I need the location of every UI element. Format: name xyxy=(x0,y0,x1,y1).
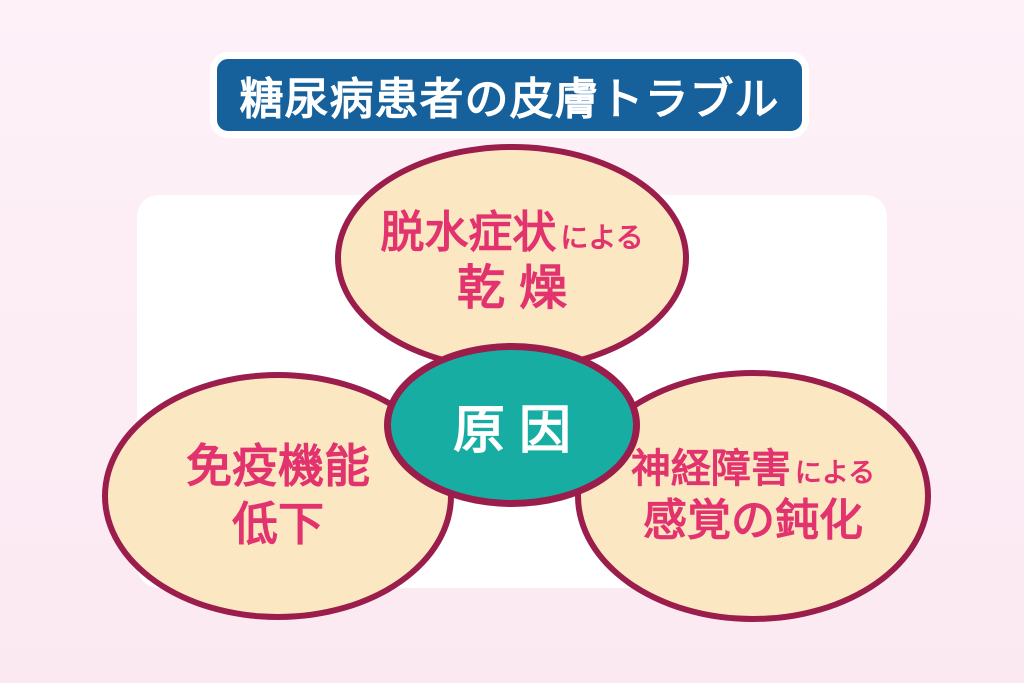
bubble-immune-line2: 低下 xyxy=(232,498,324,550)
bubble-dryness-cause-line: 脱水症状による xyxy=(380,207,643,260)
page-title: 糖尿病患者の皮膚トラブル xyxy=(239,75,780,124)
bubble-neuropathy-result: 感覚の鈍化 xyxy=(642,495,863,545)
bubble-dryness-connector: による xyxy=(560,221,644,253)
bubble-neuropathy-cause: 神経障害 xyxy=(630,446,791,491)
bubble-neuropathy-text: 神経障害による 感覚の鈍化 xyxy=(631,445,875,548)
bubble-dryness: 脱水症状による 乾燥 xyxy=(335,144,689,372)
bubble-dryness-text: 脱水症状による 乾燥 xyxy=(380,207,643,320)
bubble-neuropathy-cause-line: 神経障害による xyxy=(631,445,875,493)
bubble-neuropathy-connector: による xyxy=(794,457,876,488)
bubble-dryness-cause: 脱水症状 xyxy=(380,207,557,257)
bubble-immune-line1: 免疫機能 xyxy=(186,440,370,493)
title-banner: 糖尿病患者の皮膚トラブル xyxy=(210,52,809,138)
cause-label: 原因 xyxy=(452,401,585,460)
cause-ellipse: 原因 xyxy=(384,343,640,507)
bubble-dryness-result: 乾燥 xyxy=(456,262,581,316)
